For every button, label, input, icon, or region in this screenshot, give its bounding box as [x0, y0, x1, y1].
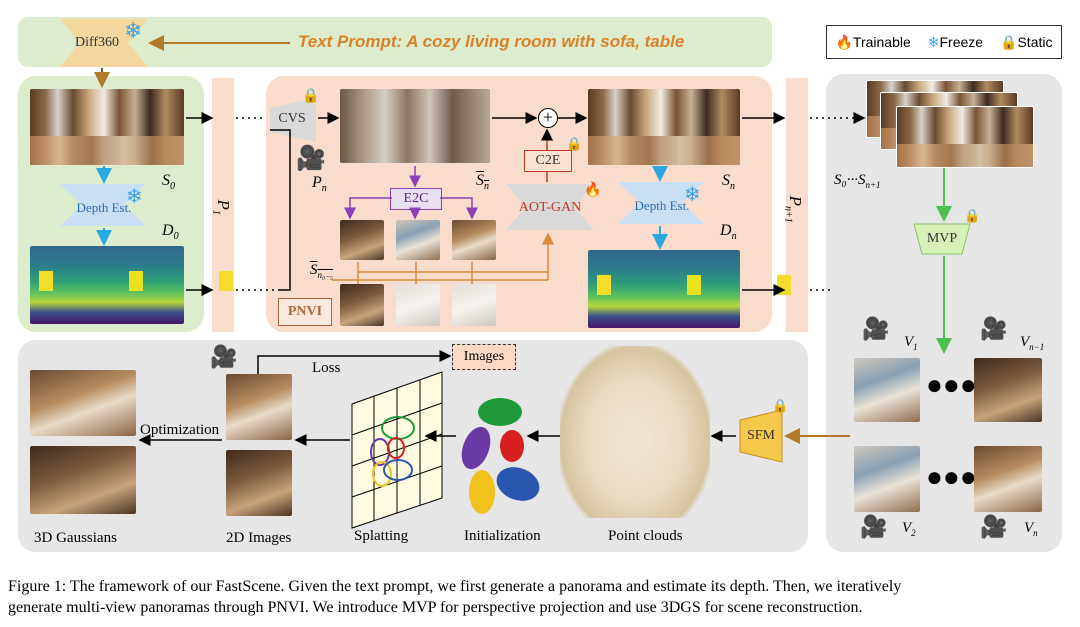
label-v1: V1 [904, 334, 918, 352]
depth-map-dn [588, 250, 740, 328]
diff360-module [60, 19, 148, 67]
lock-icon: 🔒 [964, 208, 981, 223]
depth-est-module-2 [618, 182, 704, 224]
label-sn: Sn [722, 172, 735, 193]
camera-icon: 🎥 [862, 316, 890, 341]
mvp-module [913, 223, 971, 255]
label-dn: Dn [720, 222, 737, 243]
view-v2 [854, 446, 920, 512]
c2e-module: C2E [524, 150, 572, 172]
view-vn [974, 446, 1042, 512]
splatting-caption: Splatting [354, 528, 409, 544]
panorama-stack-1 [896, 106, 1034, 168]
aot-gan-module [506, 184, 594, 230]
connector-arrows [94, 35, 952, 446]
label-pn: Pn [312, 174, 327, 195]
camera-icon: 🎥 [210, 344, 238, 369]
label-s0-sn1: S₀···Sn+1 [834, 172, 881, 190]
legend-trainable: 🔥Trainable [835, 33, 911, 50]
initialization-caption: Initialization [464, 528, 541, 544]
label-vn: Vn [1024, 520, 1038, 538]
camera-icon: 🎥 [860, 514, 888, 539]
perspective-view-2 [396, 220, 440, 260]
perspective-view-4 [340, 284, 384, 326]
gaussian-ellipsoids [461, 398, 540, 514]
sfm-label: SFM [746, 428, 776, 443]
perspective-view-6 [452, 284, 496, 326]
snowflake-icon: ❄ [124, 18, 143, 43]
pn1-bar [786, 78, 808, 332]
depth-est-label-2: Depth Est. [634, 198, 690, 213]
pnvi-label: PNVI [278, 298, 332, 326]
text-prompt: Text Prompt: A cozy living room with sof… [298, 32, 685, 51]
mvp-label: MVP [926, 231, 958, 246]
label-vn1: Vn−1 [1020, 334, 1045, 352]
3d-gaussians-caption: 3D Gaussians [34, 530, 117, 546]
label-v2: V2 [902, 520, 916, 538]
p1-bar [212, 78, 234, 332]
camera-icon: 🎥 [980, 514, 1008, 539]
label-sbar-n: Sn [476, 172, 489, 193]
camera-icon: 🎥 [980, 316, 1008, 341]
flame-icon: 🔥 [835, 33, 853, 50]
rendered-image-1 [226, 374, 292, 440]
perspective-view-1 [340, 220, 384, 260]
camera-icon: 🎥 [296, 146, 326, 172]
point-clouds-caption: Point clouds [608, 528, 683, 544]
view-vn1 [974, 358, 1042, 422]
legend: 🔥Trainable ❄Freeze 🔒Static [826, 25, 1062, 59]
depth-est-module-1 [60, 184, 146, 226]
optimization-label: Optimization [140, 422, 220, 438]
aot-gan-label: AOT-GAN [518, 200, 582, 215]
prompt-panel [18, 17, 772, 67]
snowflake-icon: ❄ [684, 184, 701, 206]
add-operator: + [538, 108, 558, 128]
label-s0: S0 [162, 172, 175, 193]
point-cloud [560, 346, 710, 518]
e2c-module: E2C [390, 188, 442, 210]
splatting-grid [351, 371, 443, 529]
snowflake-icon: ❄ [126, 186, 143, 208]
diff360-label: Diff360 [74, 35, 120, 50]
images-box: Images [452, 344, 516, 370]
depth-est-label-1: Depth Est. [76, 200, 132, 215]
cvs-label: CVS [278, 111, 306, 126]
panorama-sbar-n [340, 89, 490, 163]
ellipsis-dots: ●●● [926, 370, 977, 401]
legend-freeze: ❄Freeze [927, 33, 984, 50]
figure-caption-line-2: generate multi-view panoramas through PN… [8, 599, 863, 616]
lock-icon: 🔒 [772, 398, 789, 413]
label-d0: D0 [162, 222, 179, 243]
2d-images-caption: 2D Images [226, 530, 292, 546]
lock-icon: 🔒 [566, 136, 583, 151]
perspective-view-5 [396, 284, 440, 326]
panorama-sn [588, 89, 740, 165]
loss-label: Loss [312, 360, 341, 376]
gaussian-render-2 [30, 446, 136, 514]
ellipsis-dots: ●●● [926, 462, 977, 493]
label-sbar-n05: Sn₀₋₅ [310, 262, 334, 280]
lock-icon: 🔒 [1000, 33, 1018, 50]
panorama-s0 [30, 89, 184, 165]
lock-icon: 🔒 [302, 89, 320, 104]
cvs-module [270, 98, 316, 142]
rendered-image-2 [226, 450, 292, 516]
snowflake-icon: ❄ [927, 33, 940, 50]
flame-icon: 🔥 [584, 183, 602, 198]
legend-static: 🔒Static [1000, 33, 1053, 50]
sfm-module [739, 409, 783, 463]
perspective-view-3 [452, 220, 496, 260]
view-v1 [854, 358, 920, 422]
figure-caption-line-1: Figure 1: The framework of our FastScene… [8, 578, 902, 595]
depth-map-d0 [30, 246, 184, 324]
gaussian-render-1 [30, 370, 136, 436]
